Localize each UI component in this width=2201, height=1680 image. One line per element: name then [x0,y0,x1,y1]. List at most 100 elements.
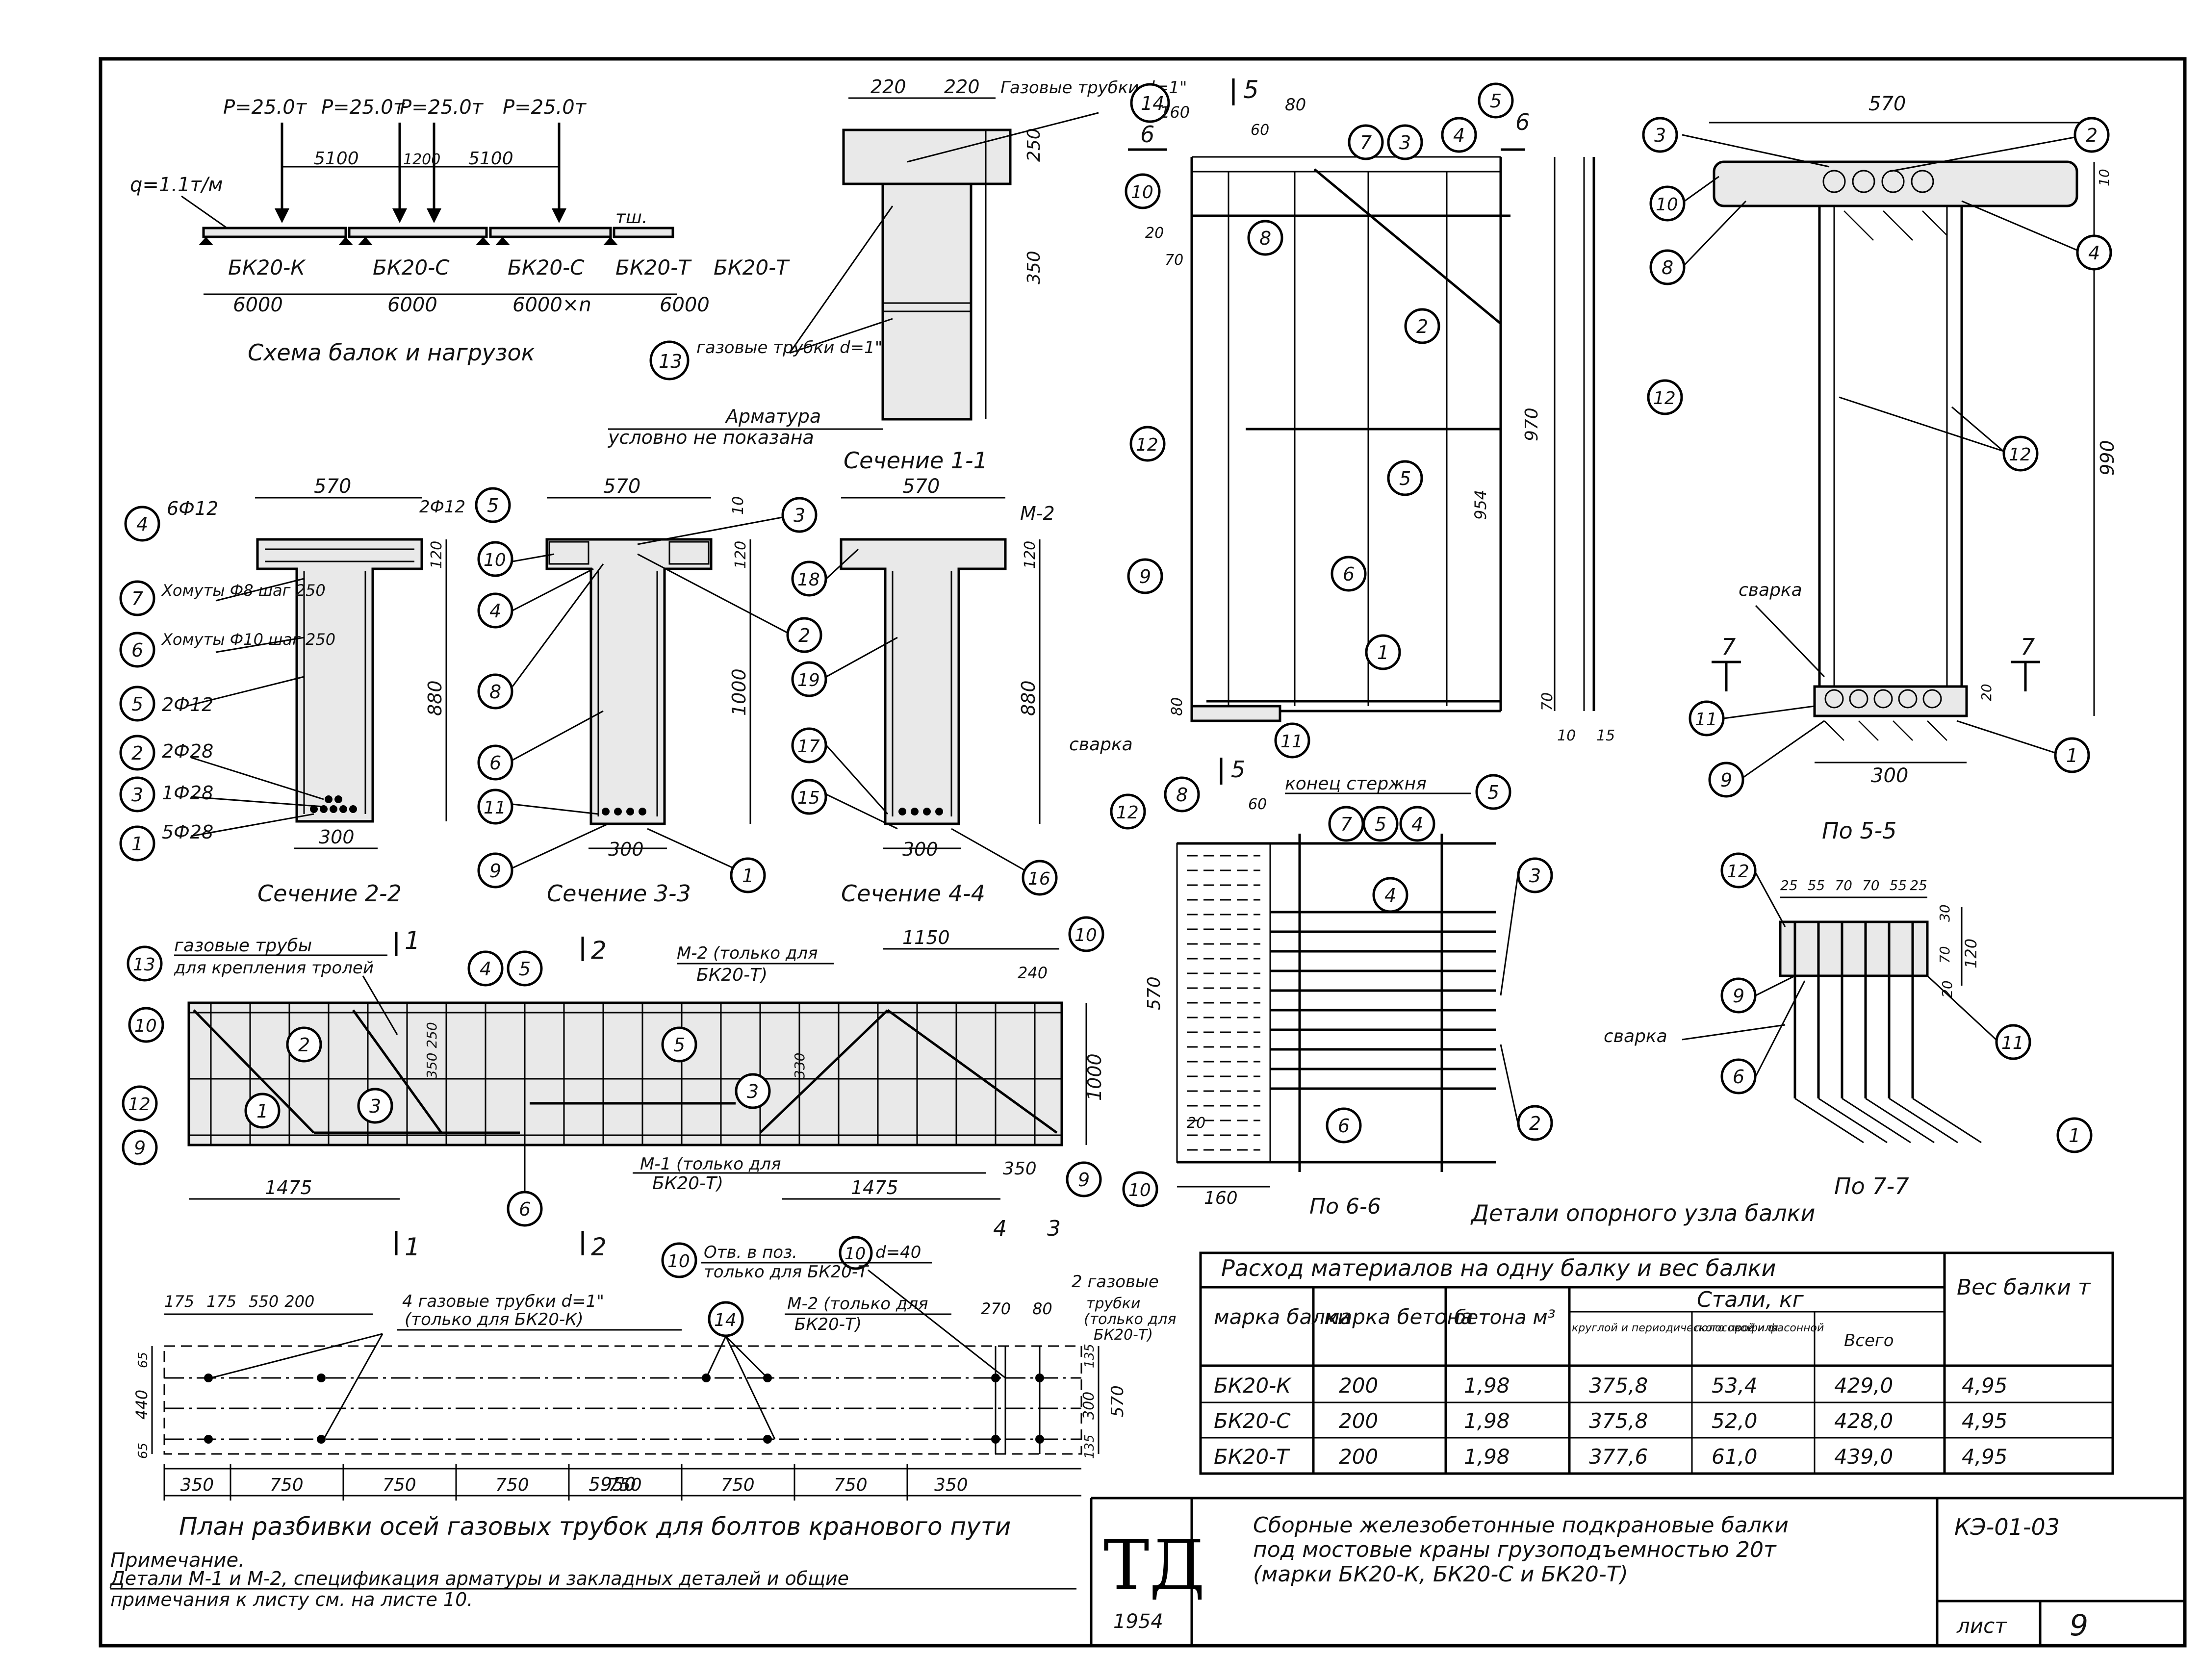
svg-text:16: 16 [1028,869,1050,889]
svg-text:10: 10 [1075,925,1097,945]
pipe-hole [1035,1435,1044,1444]
svg-text:17: 17 [797,737,820,757]
v77-dim-120: 120 [1962,939,1980,968]
section-1-1: 220 220 Газовые трубки d=1" 14 250 350 1… [608,76,1187,474]
svg-text:5: 5 [519,958,531,980]
title-code: КЭ-01-03 [1954,1514,2060,1540]
pipe-hole [991,1374,1000,1382]
svg-text:19: 19 [797,670,820,690]
svg-text:15: 15 [797,788,820,808]
elev-dim-330: 330 [792,1053,808,1079]
v55-weld: сварка [1739,580,1802,600]
s22-c6: Хомуты Ф10 шаг 250 [161,630,335,649]
note-line-1: Детали М-1 и М-2, спецификация арматуры … [109,1568,849,1589]
support-caption: Детали опорного узла балки [1470,1200,1815,1226]
table-cell-weight: 4,95 [1962,1445,2008,1469]
distributed-load: q=1.1т/м [130,174,223,196]
elev-m2-note-2: БК20-Т) [696,965,768,985]
table-cell-total: 439,0 [1834,1445,1893,1469]
s33-height: 1000 [728,668,750,716]
svg-text:8: 8 [1259,228,1271,249]
s11-rebar-note-2: условно не показана [608,427,814,448]
svg-text:5: 5 [1487,782,1499,803]
callout-14-s11 [1130,83,1170,123]
table-cell-volume: 1,98 [1464,1409,1510,1433]
svg-text:3: 3 [1529,865,1541,887]
svg-text:8: 8 [1662,257,1673,279]
svg-text:4: 4 [2088,242,2100,264]
s22-c4: 6Ф12 [167,498,218,519]
table-title: Расход материалов на одну балку и вес ба… [1221,1255,1776,1281]
plan-side-135a: 135 [1082,1344,1097,1368]
s11-caption: Сечение 1-1 [844,447,988,474]
plan-side-65a: 65 [136,1352,151,1368]
svg-text:2: 2 [1416,316,1428,337]
svg-text:6: 6 [1733,1066,1744,1088]
svg-text:2: 2 [298,1034,310,1056]
svg-text:6: 6 [519,1198,531,1220]
d55-dim-60: 60 [1251,122,1269,139]
d55-dim-970: 970 [1522,407,1542,441]
v77-leader [1794,1097,1864,1144]
title-year: 1954 [1113,1610,1163,1633]
svg-text:3: 3 [131,784,143,806]
svg-text:12: 12 [2009,445,2031,465]
table-cell-concrete: 200 [1339,1445,1378,1469]
v55-width-bottom: 300 [1871,764,1908,787]
plan-bottom-dim: 750 [270,1475,304,1495]
plan-bottom-dim: 750 [383,1475,416,1495]
elev-cut-1-top: 1 [405,926,420,955]
s22-caption: Сечение 2-2 [257,880,402,907]
svg-text:7: 7 [131,588,143,610]
title-logo: ТД [1103,1526,1205,1605]
s22-height: 880 [424,680,446,716]
s44-plate: М-2 [1020,503,1055,524]
svg-text:2: 2 [2086,125,2098,146]
plan-bottom-dim: 350 [934,1475,968,1495]
plan-holes-2: d=40 [875,1243,921,1262]
svg-text:1: 1 [2066,745,2078,766]
svg-text:9: 9 [489,860,501,882]
s33-caption: Сечение 3-3 [547,880,691,907]
svg-text:11: 11 [1695,710,1717,730]
elev-dim-350-250: 350 250 [424,1022,440,1079]
plan-caption: План разбивки осей газовых трубок для бо… [179,1512,1011,1541]
svg-text:5: 5 [131,693,143,715]
svg-text:10: 10 [1128,1180,1151,1200]
svg-text:5: 5 [487,495,499,516]
pipe-hole [204,1435,213,1444]
svg-text:5: 5 [673,1034,685,1056]
s22-c5b: 2Ф12 [162,694,213,715]
elev-dim-350: 350 [1003,1159,1037,1179]
d55-weld: сварка [1069,735,1133,755]
svg-text:7: 7 [1360,132,1372,153]
pipe-hole [317,1374,326,1382]
section-2-2: 570 120 880 300 4 6Ф12 5 2Ф12 7 Хомуты Ф… [119,475,511,907]
d55-dim-70b: 70 [1539,692,1556,711]
svg-text:4: 4 [1411,814,1423,835]
plan-bottom-dim: 350 [180,1475,214,1495]
plan-pipes2-2: трубки [1086,1295,1140,1312]
s22-c1: 5Ф28 [162,821,213,843]
s11-dim-220-b: 220 [944,76,980,98]
v77-leader [1842,1097,1911,1144]
svg-text:10: 10 [667,1251,690,1272]
elev-m2-note-1: М-2 (только для [677,943,818,963]
section-3-3: 570 10 120 1000 300 10 4 8 6 11 9 3 2 1 … [477,475,822,907]
plan-m2-1: М-2 (только для [787,1294,928,1314]
d55-cut-6: 6 [1140,121,1154,148]
svg-text:13: 13 [133,955,155,975]
v55-height: 990 [2097,440,2118,476]
table-cell-round: 377,6 [1589,1445,1648,1469]
span-6000n: 6000×n [512,294,591,316]
beam-elevation: газовые трубы для крепления тролей 13 1 … [122,916,1105,1261]
load-p2: P=25.0т [321,96,406,119]
s44-flange: 120 [1022,541,1039,569]
s22-c7: Хомуты Ф8 шаг 250 [161,581,326,600]
svg-text:9: 9 [1139,566,1151,587]
support-detail-side: 5 6 6 160 80 60 20 70 7 3 4 5 10 8 2 12 … [1069,76,1683,759]
svg-text:7: 7 [1340,814,1352,835]
d55-dim-80: 80 [1285,95,1306,115]
svg-text:3: 3 [747,1081,759,1102]
